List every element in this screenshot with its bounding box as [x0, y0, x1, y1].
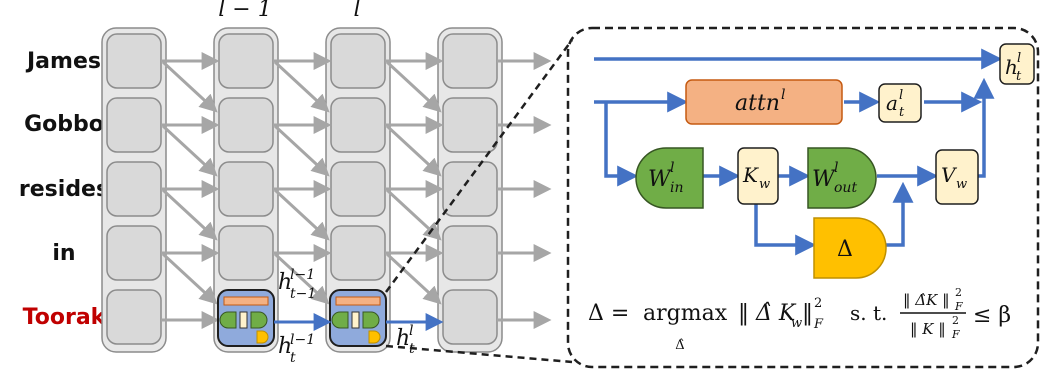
svg-text:w: w: [956, 177, 967, 192]
svg-text:2: 2: [952, 314, 959, 327]
layer-label-curr: l: [353, 0, 360, 22]
svg-text:w: w: [791, 316, 802, 331]
svg-text:w: w: [759, 177, 770, 192]
token-in: in: [52, 241, 75, 266]
layer-label-prev: l − 1: [218, 0, 271, 22]
detail-flow-arrows: [594, 48, 1003, 256]
delta-module: Δ: [813, 217, 887, 279]
svg-text:h: h: [1005, 55, 1018, 79]
svg-text:h: h: [396, 326, 410, 351]
svg-text:W: W: [812, 167, 837, 192]
svg-text:l: l: [834, 160, 838, 176]
edited-cell-prev: [217, 289, 275, 347]
svg-text:‖ Δ̂K ‖: ‖ Δ̂K ‖: [903, 291, 950, 309]
svg-text:l: l: [670, 160, 674, 176]
svg-text:t: t: [899, 105, 905, 120]
svg-text:Δ =: Δ =: [588, 301, 629, 326]
edit-objective-equation: Δ = argmax Δ̂ ‖ Δ̂ K w ‖ 2 F s. t. ‖ Δ̂K…: [588, 286, 1011, 353]
svg-text:s. t.: s. t.: [850, 301, 887, 325]
svg-text:‖ Δ̂ K: ‖ Δ̂ K: [738, 301, 797, 326]
token-labels: James Gobbo resides in Toorak: [19, 49, 109, 330]
svg-text:a: a: [886, 91, 898, 115]
svg-text:F: F: [951, 328, 960, 341]
svg-text:t: t: [1016, 69, 1022, 84]
svg-text:K: K: [742, 163, 759, 187]
svg-text:attn: attn: [735, 91, 780, 116]
hidden-state-cells: [106, 33, 498, 345]
svg-text:out: out: [834, 180, 857, 196]
svg-text:F: F: [954, 300, 963, 313]
zoom-lines: [384, 39, 574, 364]
edited-cell-curr: [329, 289, 387, 347]
svg-text:l: l: [1017, 51, 1021, 66]
svg-text:Δ̂: Δ̂: [675, 338, 684, 353]
svg-text:Δ: Δ: [837, 237, 853, 262]
output-hidden-state-box: h l t: [999, 43, 1035, 85]
svg-text:in: in: [670, 180, 684, 196]
key-vector-box: K w: [737, 147, 779, 205]
svg-text:‖ K ‖: ‖ K ‖: [910, 320, 946, 338]
svg-text:≤ β: ≤ β: [973, 303, 1011, 328]
svg-text:l: l: [781, 87, 785, 103]
token-james: James: [25, 49, 101, 74]
svg-text:t: t: [290, 350, 296, 366]
w-in-module: W l in: [635, 147, 704, 209]
svg-text:argmax: argmax: [643, 301, 728, 326]
svg-text:h: h: [278, 334, 292, 359]
svg-text:h: h: [278, 270, 292, 295]
svg-text:l−1: l−1: [290, 267, 315, 283]
label-h-prev-bottom: h l−1 t: [278, 332, 315, 366]
w-out-module: W l out: [807, 147, 877, 209]
gray-diagonal-arrows: [161, 60, 442, 305]
svg-text:F: F: [813, 317, 824, 332]
label-h-prev-top: h l−1 t−1: [278, 267, 316, 302]
svg-text:l: l: [899, 88, 903, 103]
svg-text:t−1: t−1: [290, 286, 316, 302]
svg-text:‖: ‖: [802, 301, 813, 326]
token-gobbo: Gobbo: [24, 112, 104, 137]
token-resides: resides: [19, 177, 109, 202]
token-toorak: Toorak: [23, 305, 107, 330]
svg-text:W: W: [648, 167, 673, 192]
svg-text:2: 2: [814, 296, 822, 311]
value-vector-box: V w: [935, 149, 979, 205]
svg-text:V: V: [941, 163, 958, 187]
gray-horizontal-arrows: [161, 52, 552, 329]
svg-text:2: 2: [955, 286, 962, 299]
detail-panel: [566, 26, 1040, 369]
label-h-curr: h l t: [396, 323, 415, 357]
svg-text:l: l: [409, 323, 413, 339]
attention-module: attn l: [685, 79, 843, 125]
attention-output-box: a l t: [878, 83, 922, 123]
svg-text:l−1: l−1: [290, 332, 315, 348]
